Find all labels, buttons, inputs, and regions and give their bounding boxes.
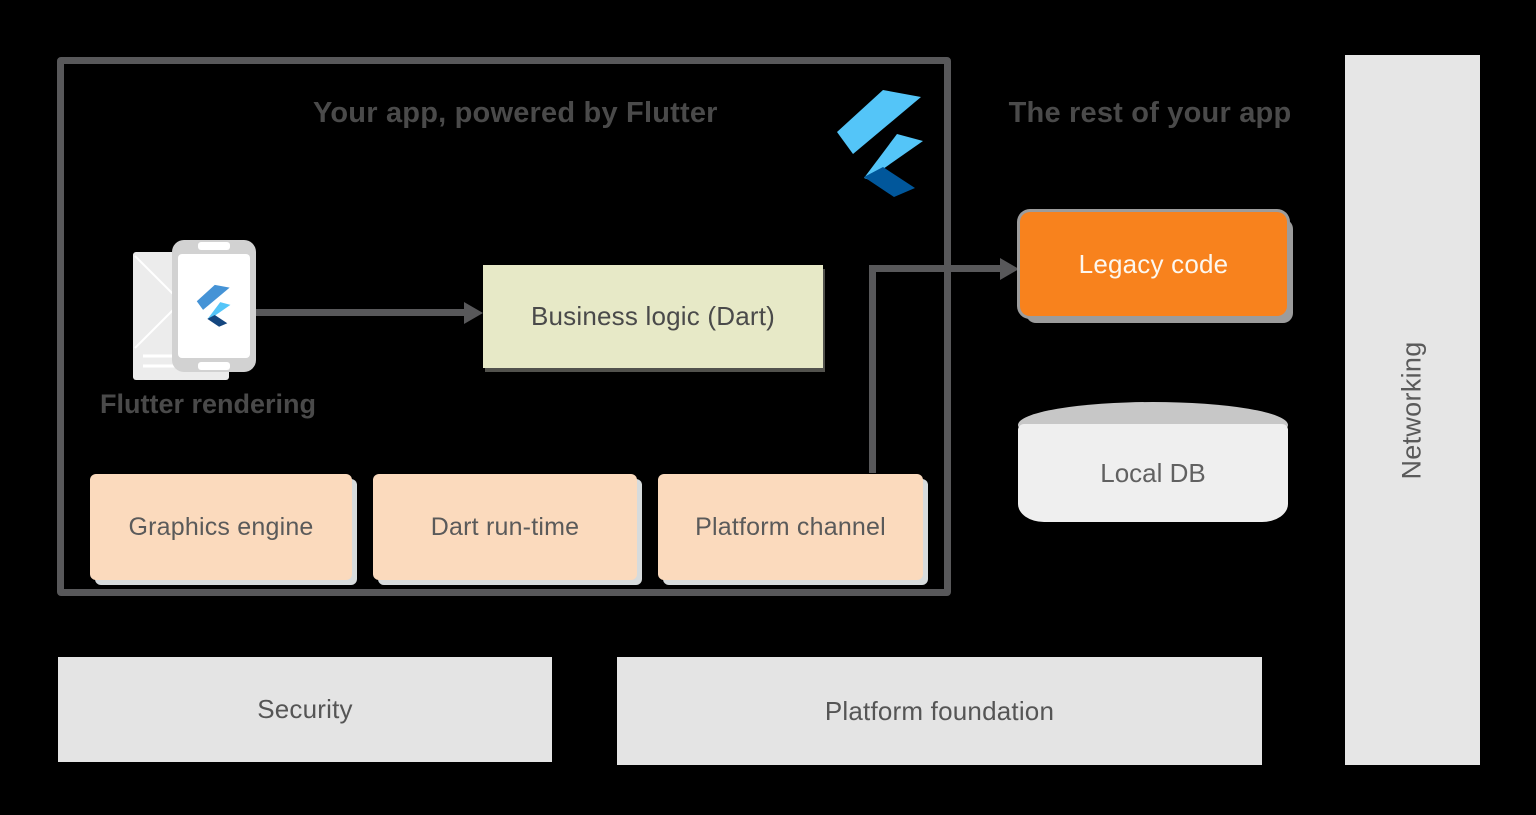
dart-runtime-label: Dart run-time	[430, 512, 580, 541]
flutter-section-box	[57, 57, 951, 596]
flutter-logo-icon	[835, 88, 927, 200]
phone-home-bar	[198, 362, 230, 370]
connector-channel-horizontal	[869, 265, 1002, 272]
arrowhead-right-icon	[464, 302, 483, 324]
local-db-box: Local DB	[1018, 424, 1288, 522]
local-db-label: Local DB	[1100, 457, 1206, 488]
phone-screen	[178, 254, 250, 358]
arrowhead-legacy-icon	[1000, 258, 1019, 280]
platform-foundation-bar: Platform foundation	[617, 657, 1262, 765]
legacy-code-label: Legacy code	[1078, 248, 1229, 279]
platform-channel-label: Platform channel	[695, 512, 886, 541]
networking-label: Networking	[1397, 340, 1427, 480]
business-logic-label: Business logic (Dart)	[530, 301, 776, 331]
graphics-engine-label: Graphics engine	[128, 512, 314, 541]
platform-foundation-label: Platform foundation	[824, 695, 1055, 726]
phone-speaker	[198, 242, 230, 250]
graphics-engine-box: Graphics engine	[90, 474, 352, 580]
connector-channel-vertical	[869, 265, 876, 473]
networking-bar: Networking	[1345, 55, 1480, 765]
dart-runtime-box: Dart run-time	[373, 474, 637, 580]
native-section-title: The rest of your app	[1008, 97, 1292, 129]
legacy-code-box: Legacy code	[1020, 212, 1287, 316]
platform-channel-box: Platform channel	[658, 474, 923, 580]
arrow-phone-to-logic	[256, 309, 466, 316]
security-bar: Security	[58, 657, 552, 762]
flutter-logo-small-icon	[196, 284, 231, 327]
flutter-section-title: Your app, powered by Flutter	[313, 97, 718, 129]
flutter-rendering-label: Flutter rendering	[100, 389, 317, 419]
business-logic-box: Business logic (Dart)	[483, 265, 823, 368]
security-label: Security	[257, 694, 353, 724]
phone-icon	[172, 240, 256, 372]
